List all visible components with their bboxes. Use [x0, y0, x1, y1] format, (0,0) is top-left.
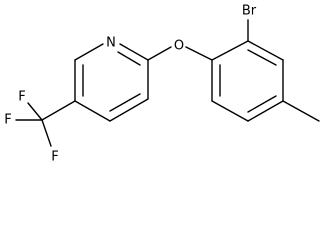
atom-labels: N O Br F F F — [4, 4, 257, 165]
bond-c2-o — [147, 46, 172, 61]
atom-nitrogen: N — [106, 36, 116, 51]
bond-b5-b6 — [211, 100, 249, 122]
bond-b2-b3-inner — [247, 49, 277, 66]
bond-b4-b5-inner — [247, 95, 277, 113]
bond-c5-cf3 — [41, 100, 76, 121]
bond-n-c2 — [119, 43, 149, 61]
atom-fluorine-bottom: F — [51, 150, 58, 165]
bond-b1-b2 — [211, 40, 249, 61]
bond-c3-c4-inner — [109, 93, 141, 112]
bonds — [15, 19, 320, 147]
bond-c3-c4 — [109, 98, 149, 122]
bond-b4-methyl — [282, 100, 320, 122]
bond-b2-b3 — [247, 40, 284, 61]
atom-fluorine-top: F — [18, 90, 25, 105]
bond-c4-c5 — [74, 100, 111, 122]
atom-oxygen: O — [174, 39, 184, 54]
structure-diagram: N O Br F F F — [4, 4, 320, 165]
bond-c2-n-inner — [117, 51, 141, 66]
bond-cf3-f-bottom — [41, 119, 52, 147]
bond-cf3-f-top — [27, 102, 43, 121]
bond-o-c1 — [185, 46, 213, 61]
bond-c3-n — [74, 43, 104, 61]
atom-bromine: Br — [242, 4, 257, 19]
bond-b4-b5 — [247, 100, 284, 122]
atom-fluorine-left: F — [4, 113, 11, 128]
